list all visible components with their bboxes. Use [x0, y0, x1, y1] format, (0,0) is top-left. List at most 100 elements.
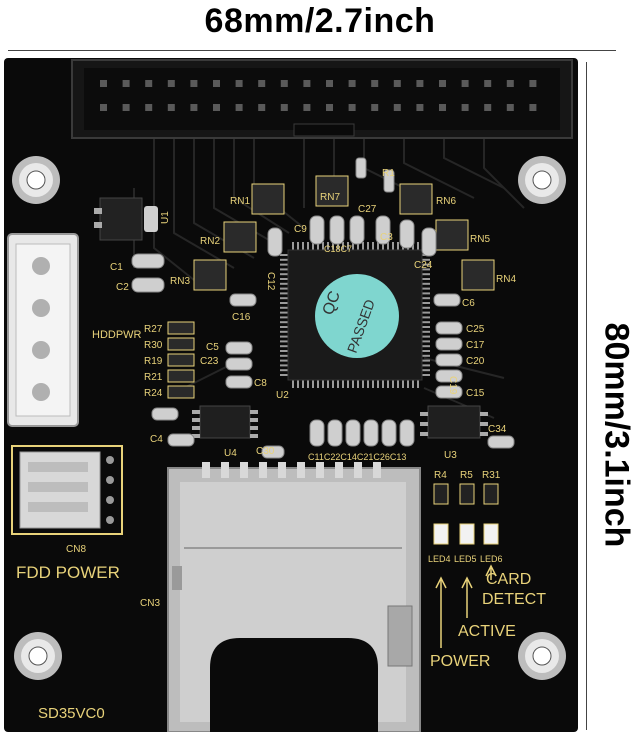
label-power: POWER: [430, 653, 490, 670]
chip-pin: [280, 311, 288, 314]
width-label: 68mm/2.7inch: [204, 2, 436, 40]
label-hddpwr: HDDPWR: [92, 329, 142, 341]
chip-pin: [327, 242, 329, 250]
label-u1: U1: [160, 211, 171, 224]
chip-pin: [422, 258, 430, 261]
ide-pin: [484, 80, 492, 87]
label-rn4: RN4: [496, 274, 516, 285]
chip-pin: [280, 335, 288, 338]
chip-pin: [280, 282, 288, 285]
chip-pin: [342, 380, 344, 388]
chip-pin: [280, 364, 288, 367]
chip-pin: [280, 302, 288, 304]
chip-pin: [407, 380, 409, 388]
chip-pin: [357, 242, 359, 250]
label-c2: C2: [116, 282, 129, 293]
chip-pin: [422, 316, 430, 319]
ide-pin: [122, 80, 130, 87]
label-rn3: RN3: [170, 276, 190, 287]
chip-pin: [280, 374, 288, 376]
ide-pin: [280, 80, 288, 87]
ide-pin: [393, 80, 401, 87]
chip-pin: [280, 258, 288, 261]
label-cn8: CN8: [66, 544, 86, 555]
ide-pin: [145, 80, 153, 87]
chip-u3: [420, 405, 488, 439]
ide-pin: [348, 104, 356, 111]
chip-pin: [362, 380, 364, 388]
chip-pin: [422, 278, 430, 280]
voltage-regulator-u1: [94, 197, 158, 241]
chip-pin: [422, 326, 430, 328]
label-c15: C15: [466, 388, 485, 399]
label-r21: R21: [144, 372, 163, 383]
ide-pin: [213, 80, 220, 87]
chip-pin: [292, 242, 294, 250]
chip-pin: [367, 242, 369, 250]
chip-pin: [337, 242, 339, 250]
chip-pin: [322, 242, 324, 250]
chip-pin: [297, 380, 299, 388]
ide-pin: [326, 104, 333, 111]
label-rn1: RN1: [230, 196, 250, 207]
label-r19: R19: [144, 356, 163, 367]
chip-pin: [382, 380, 384, 388]
mounting-hole-top-right: [518, 156, 566, 204]
sd-contact-pin: [240, 462, 248, 478]
label-rn7: RN7: [320, 192, 340, 203]
sd-contact-pin: [373, 462, 381, 478]
chip-pin: [352, 242, 354, 250]
mounting-hole-top-left: [12, 156, 60, 204]
label-r30: R30: [144, 340, 163, 351]
chip-pin: [302, 242, 304, 250]
ide-pin: [100, 104, 107, 111]
chip-pin: [292, 380, 294, 388]
chip-pin: [352, 380, 354, 388]
chip-pin: [307, 380, 309, 388]
label-c1: C1: [110, 262, 123, 273]
ide-pin: [213, 104, 220, 111]
label-c4: C4: [150, 434, 163, 445]
chip-pin: [422, 263, 430, 266]
label-rn2: RN2: [200, 236, 220, 247]
label-c25: C25: [466, 324, 485, 335]
chip-pin: [342, 242, 344, 250]
label-c27: C27: [358, 204, 377, 215]
label-r31: R31: [482, 470, 501, 481]
ide-pin: [506, 104, 514, 111]
chip-pin: [417, 380, 419, 388]
ide-pin: [303, 104, 311, 111]
chip-pin: [317, 242, 319, 250]
label-u3: U3: [444, 450, 457, 461]
ide-pin: [167, 104, 175, 111]
width-dimension-line: [8, 50, 616, 51]
chip-pin: [280, 287, 288, 290]
chip-pin: [280, 326, 288, 328]
label-c34: C34: [488, 424, 507, 435]
chip-pin: [422, 287, 430, 290]
label-c12: C12: [265, 272, 276, 291]
ide-pin: [235, 104, 243, 111]
sd-contact-pin: [278, 462, 286, 478]
ide-pin: [190, 104, 198, 111]
chip-pin: [307, 242, 309, 250]
chip-pin: [422, 345, 430, 348]
chip-pin: [362, 242, 364, 250]
label-r1: R1: [382, 168, 395, 179]
sd-contact-pin: [297, 462, 305, 478]
chip-pin: [280, 350, 288, 352]
ide-pin: [348, 80, 356, 87]
mounting-hole-bottom-right: [518, 632, 566, 680]
chip-pin: [312, 242, 314, 250]
label-r5: R5: [460, 470, 473, 481]
chip-pin: [422, 321, 430, 324]
label-c19: C19: [447, 376, 458, 395]
chip-pin: [280, 278, 288, 280]
chip-pin: [280, 297, 288, 300]
chip-pin: [422, 273, 430, 276]
led-arrows: [435, 564, 497, 648]
chip-pin: [280, 340, 288, 343]
ide-pin: [529, 80, 537, 87]
chip-pin: [347, 380, 349, 388]
chip-pin: [382, 242, 384, 250]
